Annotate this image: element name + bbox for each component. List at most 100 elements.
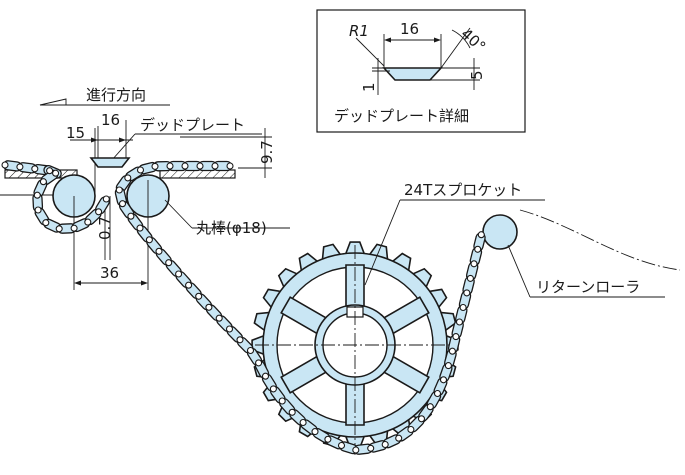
chain-pin [426,403,434,411]
round-bar-label: 丸棒(φ18) [196,219,267,237]
dead-plate-label: デッドプレート [140,116,245,134]
chain-pin [269,385,277,393]
chain-pin [115,186,123,194]
sprocket-callout: 24Tスプロケット [364,181,545,286]
detail-arrow-left [384,37,391,43]
dim-36-label: 36 [100,264,119,282]
return-roller-group: リターンローラ [482,209,681,298]
chain-pin [70,224,78,232]
chain-pin [215,314,223,322]
dead-plate-leader [111,133,136,161]
chain-pin [102,195,110,203]
chain-pin [311,428,319,436]
chain-pin [299,418,307,427]
chain-pin [55,225,63,233]
chain-pin [474,245,482,253]
detail-arrow-right [434,37,441,43]
chain-pin [459,303,467,312]
dim-07-label: 0.7 [96,216,114,240]
detail-width-label: 16 [400,20,419,38]
travel-direction-label: 進行方向 [86,86,146,104]
top-dimensions: 15 16 [66,111,133,200]
chain-pin [151,162,159,170]
dim-15-label: 15 [66,124,85,142]
dim-arrow-16 [119,137,126,143]
chain-pin [417,415,426,423]
dead-plate [89,157,131,168]
chain-pin [39,178,47,186]
chain-pin [367,444,375,452]
chain-pin [324,435,332,443]
sprocket [251,241,459,455]
detail-title: デッドプレート詳細 [334,107,469,125]
detail-angle-arc [451,29,471,49]
return-roller-leader [507,244,531,298]
chain-pin [195,292,203,300]
travel-arrow-icon [39,98,67,106]
detail-r-label: R1 [349,22,369,40]
detail-height-label: 5 [468,70,486,80]
detail-angle-ref [440,27,471,69]
chain-pin [477,231,485,239]
chain-pin [145,236,153,244]
round-bar-callout: 丸棒(φ18) [164,199,290,237]
chain-pin [84,218,92,226]
detail-thk-label: 1 [360,82,378,92]
detail-r-leader [355,37,385,67]
dim-97-label: 9.7 [258,140,276,164]
chain-pin [211,162,219,170]
sprocket-label: 24Tスプロケット [404,181,522,199]
chain-pin [395,434,403,442]
chain-pin [407,425,415,434]
chain-pin [226,162,234,170]
chain-pin [196,162,204,170]
chain-pin [165,259,173,267]
chain-pin [381,440,389,449]
dead-plate-callout: デッドプレート [111,116,262,161]
chain-pin [118,200,127,208]
dim-arrow-15 [91,137,98,143]
chain-pin [433,389,442,398]
chain-pin [455,318,464,326]
chain-pin [127,212,135,220]
return-path-line [519,209,681,271]
chain-pin [225,325,234,333]
chain-pin [1,161,9,169]
detail-box: R1 16 40° 5 1 デッドプレート詳細 [316,9,526,133]
chain-pin [452,333,460,341]
chain-pin [246,346,255,355]
chain-pin [46,167,54,175]
chain-pin [470,260,478,268]
dim-36-arrow-left [74,280,81,286]
chain-pin [16,163,24,171]
travel-direction: 進行方向 [39,86,170,106]
sprocket-spokes [280,264,430,426]
return-roller-label: リターンローラ [536,278,640,296]
dim-16-label: 16 [101,111,120,129]
chain-pin [34,206,42,214]
round-bar-leader [164,199,193,229]
detail-dead-plate-profile [382,67,443,81]
chain-pin [33,191,41,199]
chain-pin [439,376,448,384]
dim-97: 9.7 [180,128,276,178]
chain-pin [124,174,132,182]
chain-pin [261,372,270,380]
return-roller [482,214,518,250]
chain-pin [444,362,452,370]
chain-pin [236,336,244,344]
right-wear-strip [159,169,236,179]
chain [1,160,486,455]
chain-pin [42,219,50,227]
chain-pin [31,165,39,173]
chain-pin [463,289,471,297]
chain-pin [288,408,296,416]
chain-pin [448,347,456,355]
chain-pin [205,303,213,311]
sprocket-leader [364,199,401,286]
chain-pin [52,169,60,177]
chain-pin [181,162,189,170]
chain-pin [136,166,145,174]
